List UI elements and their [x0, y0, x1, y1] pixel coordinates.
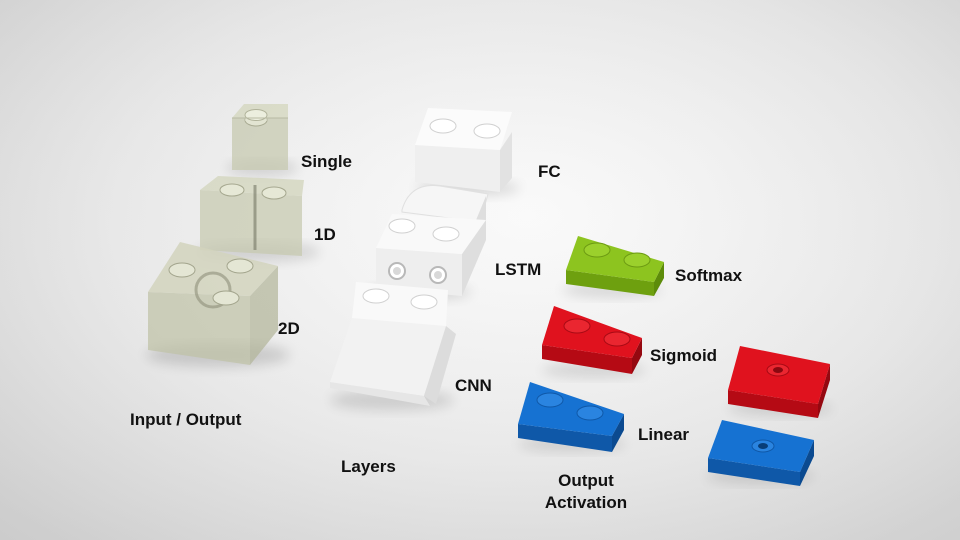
brick-single	[226, 104, 298, 176]
heading-layers: Layers	[341, 457, 396, 476]
brick-1d	[196, 176, 320, 262]
label-sigmoid: Sigmoid	[650, 346, 718, 365]
label-2d: 2D	[278, 319, 300, 338]
label-linear: Linear	[638, 425, 690, 444]
label-1d: 1D	[314, 225, 336, 244]
brick-linear-jumper	[706, 420, 814, 486]
label-lstm: LSTM	[495, 260, 542, 279]
heading-output-activation-line2: Activation	[544, 493, 628, 512]
brick-2d	[146, 242, 290, 367]
heading-output-activation-line1: Output	[558, 471, 614, 490]
brick-softmax	[562, 236, 664, 297]
brick-fc	[415, 108, 520, 196]
brick-cnn	[330, 282, 456, 410]
label-fc: FC	[538, 162, 561, 181]
heading-output-activation: Output Activation	[530, 470, 642, 514]
label-single: Single	[301, 152, 353, 171]
heading-input-output: Input / Output	[130, 410, 242, 429]
brick-linear	[518, 382, 626, 452]
label-cnn: CNN	[455, 376, 492, 395]
brick-sigmoid-jumper	[728, 346, 832, 418]
brick-sigmoid	[542, 306, 646, 377]
label-softmax: Softmax	[675, 266, 743, 285]
